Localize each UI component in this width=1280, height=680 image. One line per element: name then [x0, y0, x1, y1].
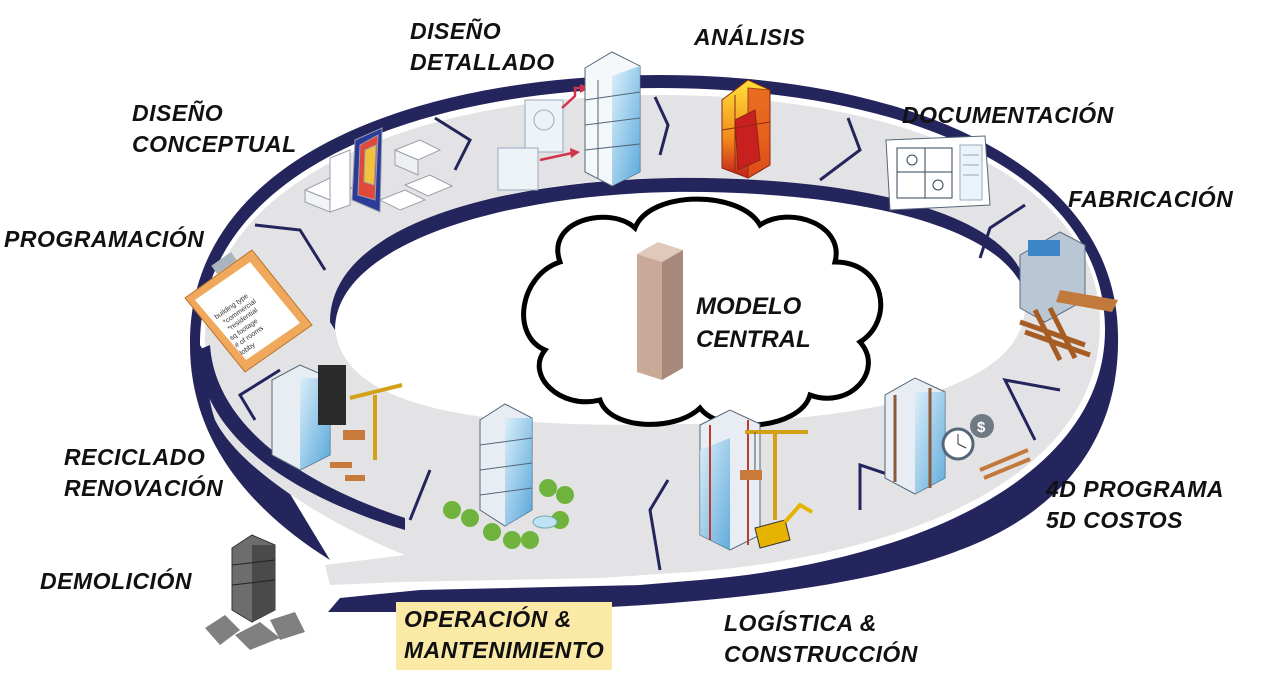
label-line: DISEÑO: [410, 18, 502, 44]
detailed-design-icon: [497, 51, 641, 191]
segment-dividers: [237, 96, 1061, 571]
lifecycle-ring: [189, 75, 1119, 612]
label-line: PROGRAMACIÓN: [4, 226, 205, 252]
ring-surface: [205, 95, 1100, 585]
central-line-1: MODELO: [696, 293, 802, 320]
construction-icon: [699, 409, 814, 551]
stage-label-fabricacion: FABRICACIÓN: [1068, 184, 1233, 215]
label-line: DETALLADO: [410, 49, 555, 75]
stage-label-analisis: ANÁLISIS: [694, 22, 805, 53]
label-line: 4D PROGRAMA: [1046, 476, 1225, 502]
svg-text:$: $: [977, 419, 986, 436]
demolition-icon: [205, 534, 305, 650]
label-line: DISEÑO: [132, 100, 224, 126]
label-line: RECICLADO: [64, 444, 206, 470]
label-line: CONSTRUCCIÓN: [724, 641, 918, 667]
schedule-cost-icon: $: [884, 377, 1031, 495]
label-line: CONCEPTUAL: [132, 131, 297, 157]
central-line-2: CENTRAL: [696, 326, 811, 353]
stage-label-operacion: OPERACIÓN & MANTENIMIENTO: [396, 602, 613, 670]
stage-label-logistica: LOGÍSTICA & CONSTRUCCIÓN: [724, 608, 918, 670]
stage-label-programa-costos: 4D PROGRAMA 5D COSTOS: [1046, 474, 1224, 536]
ring-inner-rim-front: [198, 345, 405, 530]
label-line: RENOVACIÓN: [64, 475, 224, 501]
programming-clipboard-icon: building type *commercial *residential s…: [184, 249, 313, 373]
documentation-plan-icon: [885, 135, 991, 211]
stage-label-reciclado: RECICLADO RENOVACIÓN: [64, 442, 223, 504]
recycling-icon: [271, 364, 403, 481]
stage-label-documentacion: DOCUMENTACIÓN: [902, 100, 1114, 131]
central-cloud: [521, 196, 884, 428]
label-line: MANTENIMIENTO: [404, 637, 605, 663]
label-line: FABRICACIÓN: [1068, 186, 1234, 212]
label-line: 5D COSTOS: [1046, 507, 1183, 533]
central-model-label: MODELO CENTRAL: [696, 290, 811, 356]
label-line: OPERACIÓN &: [404, 606, 572, 632]
label-line: DOCUMENTACIÓN: [902, 102, 1114, 128]
operation-icon: [443, 403, 574, 549]
stage-label-diseno-detallado: DISEÑO DETALLADO: [410, 16, 555, 78]
label-line: LOGÍSTICA &: [724, 610, 877, 636]
label-line: ANÁLISIS: [694, 24, 806, 50]
central-tower: [637, 242, 683, 380]
stage-label-demolicion: DEMOLICIÓN: [40, 566, 192, 597]
label-line: DEMOLICIÓN: [40, 568, 192, 594]
stage-label-diseno-conceptual: DISEÑO CONCEPTUAL: [132, 98, 297, 160]
analysis-tower-icon: [721, 79, 771, 179]
stage-label-programacion: PROGRAMACIÓN: [4, 224, 204, 255]
conceptual-massing-icon: [303, 127, 454, 213]
fabrication-icon: [1019, 231, 1118, 362]
